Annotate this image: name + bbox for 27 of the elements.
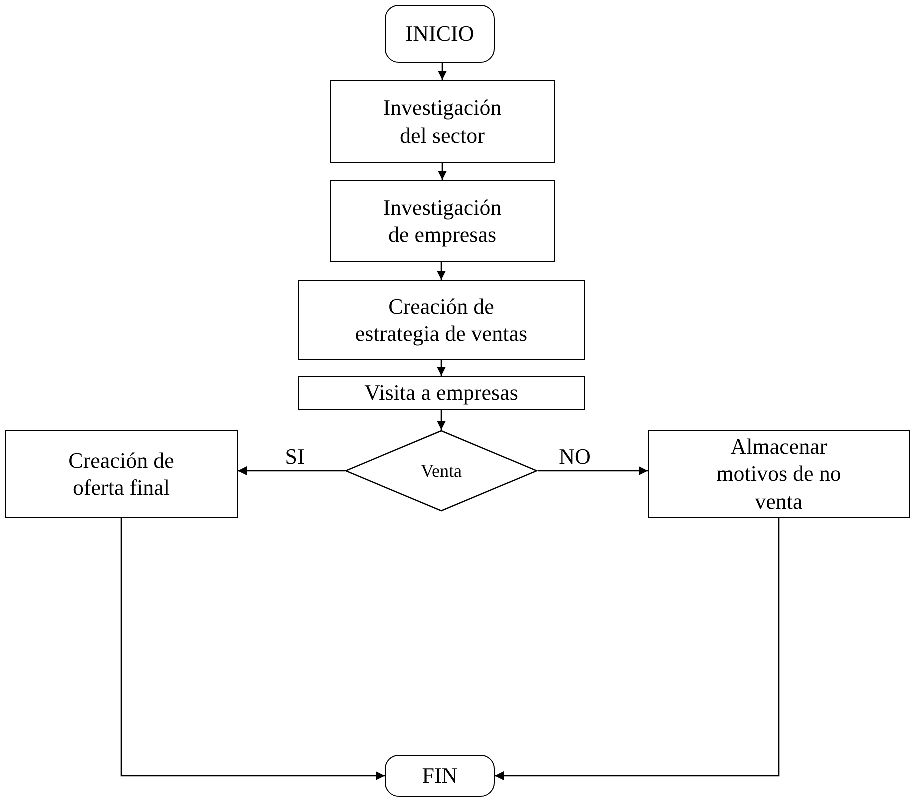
arrow bbox=[436, 410, 446, 430]
arrow bbox=[438, 163, 448, 180]
arrow bbox=[120, 518, 385, 781]
process-box bbox=[5, 430, 238, 518]
node-label: INICIO bbox=[406, 20, 474, 48]
process-box bbox=[298, 280, 585, 360]
arrow bbox=[538, 466, 648, 476]
decision-diamond bbox=[345, 430, 538, 512]
node-label: Investigación de empresas bbox=[382, 194, 503, 248]
process-box bbox=[648, 430, 910, 518]
node-label: Investigación del sector bbox=[382, 94, 503, 149]
arrow bbox=[438, 63, 448, 80]
arrow bbox=[436, 360, 446, 376]
node-label: Creación de estrategia de ventas bbox=[354, 292, 529, 348]
terminal-box bbox=[385, 755, 495, 797]
node-label: Venta bbox=[421, 460, 462, 482]
process-box bbox=[330, 80, 555, 163]
terminal-box bbox=[385, 5, 495, 63]
node-label: Creación de oferta final bbox=[68, 446, 176, 502]
node-label: FIN bbox=[422, 762, 458, 790]
node-label: Almacenar motivos de no venta bbox=[716, 432, 842, 516]
process-box bbox=[298, 376, 585, 410]
node-label: Visita a empresas bbox=[364, 379, 518, 407]
arrow bbox=[238, 466, 345, 476]
process-box bbox=[330, 180, 555, 262]
arrow bbox=[495, 518, 780, 781]
arrow bbox=[436, 262, 446, 280]
